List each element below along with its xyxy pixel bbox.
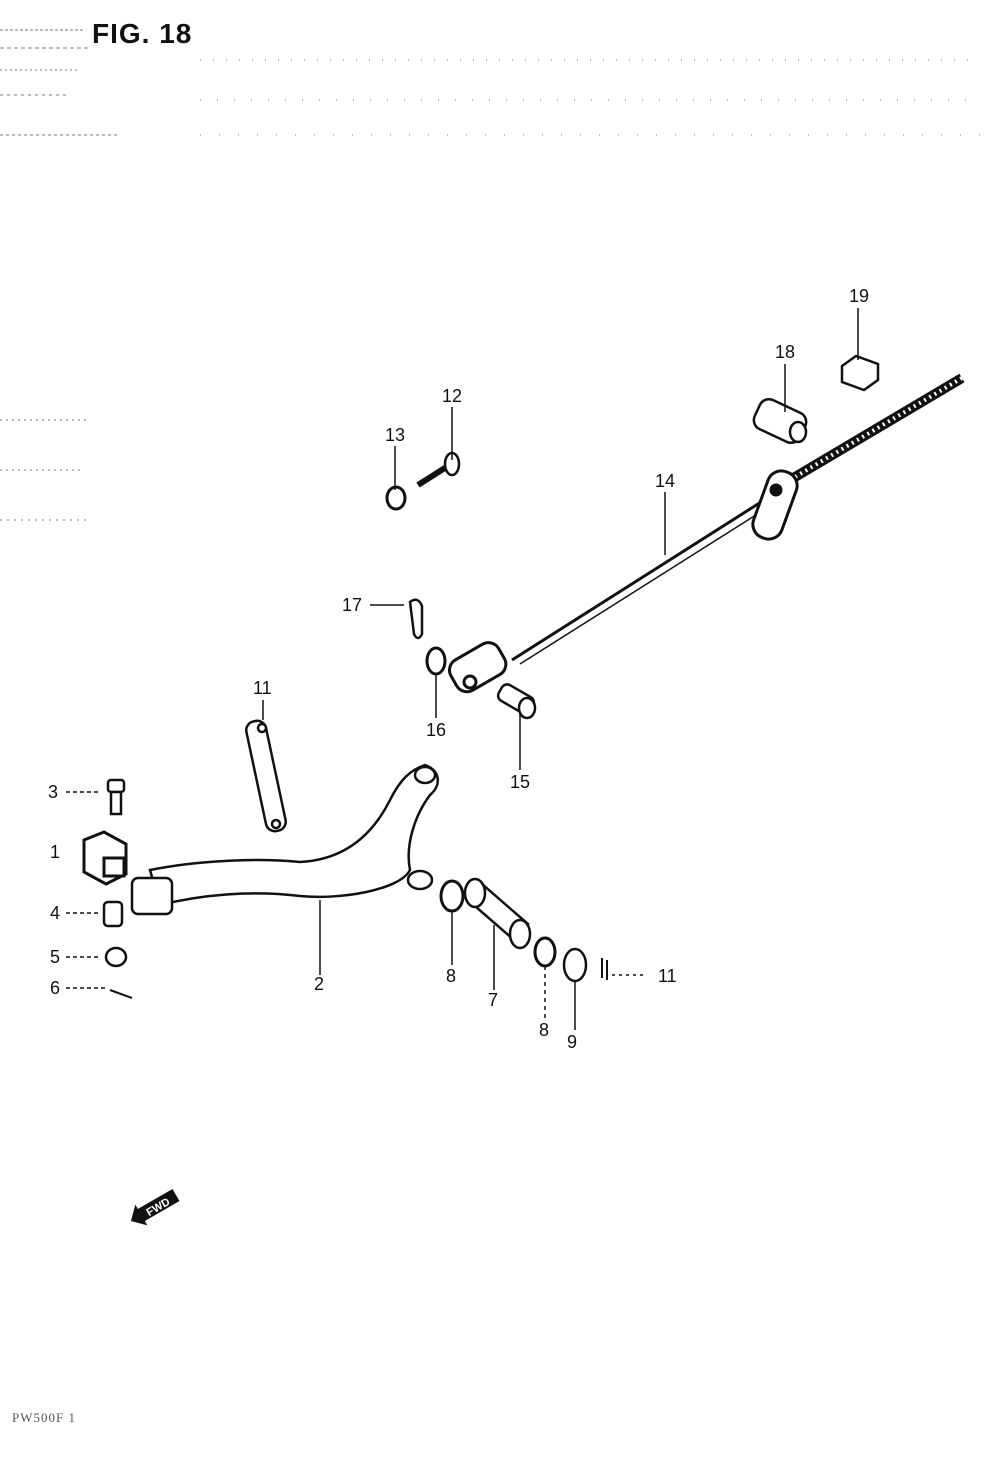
footer-code: PW500F 1	[12, 1410, 76, 1425]
part-17-cotter-pin	[408, 598, 424, 640]
callout-13: 13	[385, 425, 405, 445]
callout-19: 19	[849, 286, 869, 306]
part-15-pin	[496, 683, 537, 720]
callout-10-label: 11	[658, 966, 677, 986]
part-7-collar	[463, 877, 532, 950]
part-14-control-rod	[448, 373, 965, 694]
part-5-nut	[104, 946, 128, 968]
callout-8-b: 8	[539, 1020, 549, 1040]
callout-5: 5	[50, 947, 60, 967]
callout-18: 18	[775, 342, 795, 362]
part-4-spacer	[102, 900, 124, 928]
part-2-shift-arm	[130, 763, 439, 916]
callout-16: 16	[426, 720, 446, 740]
callout-2: 2	[314, 974, 324, 994]
callout-17: 17	[342, 595, 362, 615]
callout-1: 1	[50, 842, 60, 862]
callout-9: 9	[567, 1032, 577, 1052]
part-1-clamp	[82, 830, 128, 886]
scan-noise	[0, 29, 980, 521]
part-16-washer	[425, 646, 447, 676]
forward-direction-arrow: FWD	[130, 1188, 180, 1226]
part-8-washer-a	[439, 879, 465, 913]
fwd-label: FWD	[145, 1196, 173, 1219]
part-13-nut	[385, 485, 407, 511]
callout-6: 6	[50, 978, 60, 998]
part-6-pin	[109, 989, 133, 999]
callout-14: 14	[655, 471, 675, 491]
callout-labels: 19 18 14 12 13 17 16 15 11 3 1 4 5 6 2 8…	[48, 286, 869, 1052]
figure-title: FIG. 18	[92, 18, 193, 49]
callout-11: 11	[253, 678, 272, 698]
callout-7: 7	[488, 990, 498, 1010]
part-18-sleeve	[752, 397, 808, 445]
part-10-cotter-pin	[601, 958, 608, 980]
callout-12: 12	[442, 386, 462, 406]
part-19-nut	[840, 354, 880, 392]
leader-lines	[66, 308, 859, 1030]
part-3-bolt	[106, 778, 126, 816]
part-12-bolt	[416, 451, 461, 488]
callout-3: 3	[48, 782, 58, 802]
callout-8-a: 8	[446, 966, 456, 986]
part-9-washer	[562, 947, 588, 983]
part-8-washer-b	[533, 936, 557, 968]
part-11-link	[245, 719, 287, 833]
callout-4: 4	[50, 903, 60, 923]
callout-15: 15	[510, 772, 530, 792]
